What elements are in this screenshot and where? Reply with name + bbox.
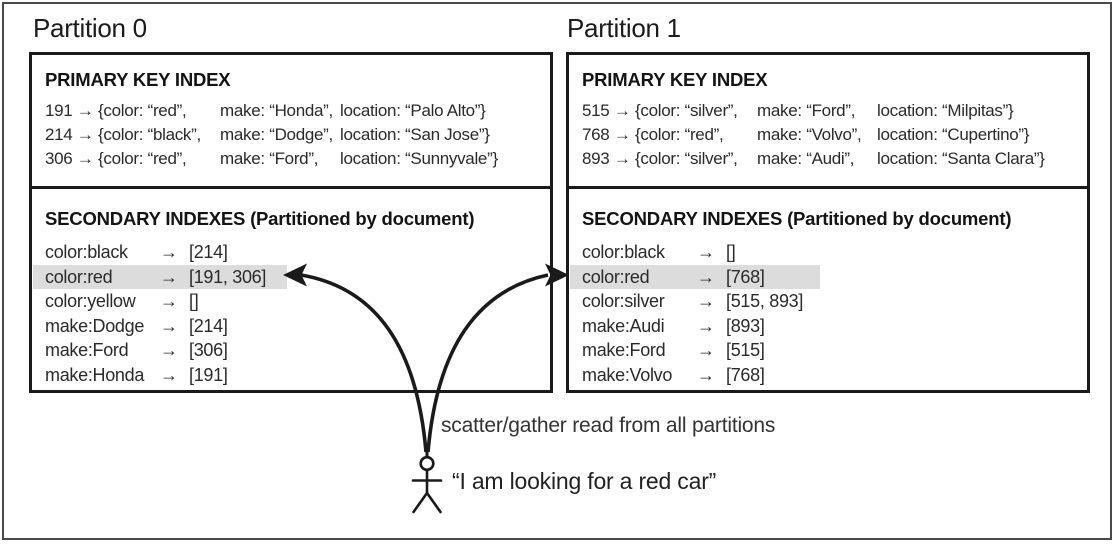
index-term: make:Audi: [582, 315, 665, 336]
index-ids: [768]: [726, 364, 765, 385]
secondary-index-row: make:Dodge → [214]: [33, 314, 287, 339]
primary-row-make: make: “Dodge”,: [220, 125, 333, 144]
primary-row: 191 → {color: “red”, make: “Honda”, loca…: [45, 99, 544, 123]
index-ids: [893]: [726, 315, 765, 336]
secondary-index-row-highlighted: color:red → [768]: [570, 264, 820, 289]
index-term: make:Honda: [45, 364, 145, 385]
index-term: color:silver: [582, 291, 665, 311]
primary-row-key-color: 191 → {color: “red”,: [45, 101, 187, 120]
index-ids: [768]: [726, 266, 765, 287]
maps-to-arrow-icon: →: [697, 315, 715, 336]
secondary-index-row: make:Ford → [515]: [570, 338, 820, 363]
primary-row: 214 → {color: “black”, make: “Dodge”, lo…: [45, 123, 544, 147]
primary-row-key-color: 214 → {color: “black”,: [45, 125, 201, 144]
primary-key-index-header: PRIMARY KEY INDEX: [45, 69, 231, 90]
maps-to-arrow-icon: →: [697, 291, 715, 311]
primary-row-key-color: 515 → {color: “silver”,: [582, 101, 738, 120]
partition-0-title: Partition 0: [33, 13, 147, 43]
maps-to-arrow-icon: →: [160, 266, 178, 287]
secondary-index-row: make:Honda → [191]: [33, 363, 287, 388]
primary-row-location: location: “Milpitas”}: [877, 101, 1014, 120]
stick-figure-leg-right: [425, 491, 442, 514]
partition-1-box: PRIMARY KEY INDEX 515 → {color: “silver”…: [566, 52, 1090, 393]
partition-0-secondary-section: SECONDARY INDEXES (Partitioned by docume…: [32, 208, 550, 387]
index-term: color:red: [45, 266, 113, 287]
primary-row-key-color: 893 → {color: “silver”,: [582, 149, 738, 168]
primary-row: 515 → {color: “silver”, make: “Ford”, lo…: [582, 99, 1081, 123]
maps-to-arrow-icon: →: [160, 242, 178, 262]
maps-to-arrow-icon: →: [697, 340, 715, 360]
primary-row-location: location: “Santa Clara”}: [877, 149, 1045, 168]
index-term: make:Volvo: [582, 364, 673, 385]
secondary-index-row: make:Volvo → [768]: [570, 363, 820, 388]
primary-row-location: location: “San Jose”}: [340, 125, 490, 144]
index-term: color:yellow: [45, 291, 136, 311]
scatter-gather-label: scatter/gather read from all partitions: [441, 414, 776, 437]
index-ids: [214]: [189, 315, 228, 336]
partition-1-primary-section: PRIMARY KEY INDEX 515 → {color: “silver”…: [569, 55, 1087, 171]
secondary-indexes-header: SECONDARY INDEXES (Partitioned by docume…: [45, 208, 475, 229]
secondary-indexes-header: SECONDARY INDEXES (Partitioned by docume…: [582, 208, 1012, 229]
secondary-index-row: color:yellow → []: [33, 289, 287, 314]
maps-to-arrow-icon: →: [160, 340, 178, 360]
user-query-quote: “I am looking for a red car”: [452, 468, 717, 494]
primary-rows: 191 → {color: “red”, make: “Honda”, loca…: [45, 99, 544, 171]
secondary-rows: color:black → [214] color:red → [191, 30…: [33, 240, 544, 387]
secondary-index-row: make:Audi → [893]: [570, 314, 820, 339]
partition-1-title: Partition 1: [567, 13, 681, 43]
index-ids: [214]: [189, 242, 228, 262]
index-term: make:Ford: [582, 340, 666, 360]
stick-figure-head: [419, 455, 435, 472]
index-term: color:red: [582, 266, 650, 287]
primary-row-make: make: “Ford”,: [757, 101, 856, 120]
maps-to-arrow-icon: →: [697, 364, 715, 385]
maps-to-arrow-icon: →: [697, 266, 715, 287]
index-term: color:black: [45, 242, 128, 262]
partition-0-primary-section: PRIMARY KEY INDEX 191 → {color: “red”, m…: [32, 55, 550, 171]
partition-1-secondary-section: SECONDARY INDEXES (Partitioned by docume…: [569, 208, 1087, 387]
primary-key-index-header: PRIMARY KEY INDEX: [582, 69, 768, 90]
index-term: make:Dodge: [45, 315, 145, 336]
secondary-index-row: make:Ford → [306]: [33, 338, 287, 363]
primary-rows: 515 → {color: “silver”, make: “Ford”, lo…: [582, 99, 1081, 171]
primary-row-make: make: “Audi”,: [757, 149, 855, 168]
index-ids: []: [189, 291, 199, 311]
index-ids: [191, 306]: [189, 266, 267, 287]
secondary-index-row: color:black → []: [570, 240, 820, 265]
index-term: make:Ford: [45, 340, 129, 360]
primary-row-key-color: 306 → {color: “red”,: [45, 149, 187, 168]
partition-0-box: PRIMARY KEY INDEX 191 → {color: “red”, m…: [29, 52, 553, 393]
primary-row-key-color: 768 → {color: “red”,: [582, 125, 724, 144]
secondary-rows: color:black → [] color:red → [768] color…: [570, 240, 1081, 387]
maps-to-arrow-icon: →: [160, 364, 178, 385]
stick-figure-icon: [411, 455, 443, 514]
stick-figure-leg-left: [412, 491, 429, 514]
index-term: color:black: [582, 242, 665, 262]
secondary-index-row: color:silver → [515, 893]: [570, 289, 820, 314]
maps-to-arrow-icon: →: [160, 315, 178, 336]
primary-row-make: make: “Honda”,: [220, 101, 333, 120]
primary-row: 306 → {color: “red”, make: “Ford”, locat…: [45, 147, 544, 171]
primary-row-location: location: “Cupertino”}: [877, 125, 1030, 144]
section-divider: [569, 186, 1087, 189]
index-ids: []: [726, 242, 736, 262]
secondary-index-row: color:black → [214]: [33, 240, 287, 265]
primary-row-make: make: “Ford”,: [220, 149, 319, 168]
primary-row-location: location: “Palo Alto”}: [340, 101, 486, 120]
primary-row: 893 → {color: “silver”, make: “Audi”, lo…: [582, 147, 1081, 171]
section-divider: [32, 186, 550, 189]
index-ids: [515]: [726, 340, 765, 360]
index-ids: [306]: [189, 340, 228, 360]
primary-row: 768 → {color: “red”, make: “Volvo”, loca…: [582, 123, 1081, 147]
index-ids: [515, 893]: [726, 291, 804, 311]
index-ids: [191]: [189, 364, 228, 385]
maps-to-arrow-icon: →: [160, 291, 178, 311]
primary-row-make: make: “Volvo”,: [757, 125, 862, 144]
maps-to-arrow-icon: →: [697, 242, 715, 262]
primary-row-location: location: “Sunnyvale”}: [340, 149, 498, 168]
secondary-index-row-highlighted: color:red → [191, 306]: [33, 264, 287, 289]
